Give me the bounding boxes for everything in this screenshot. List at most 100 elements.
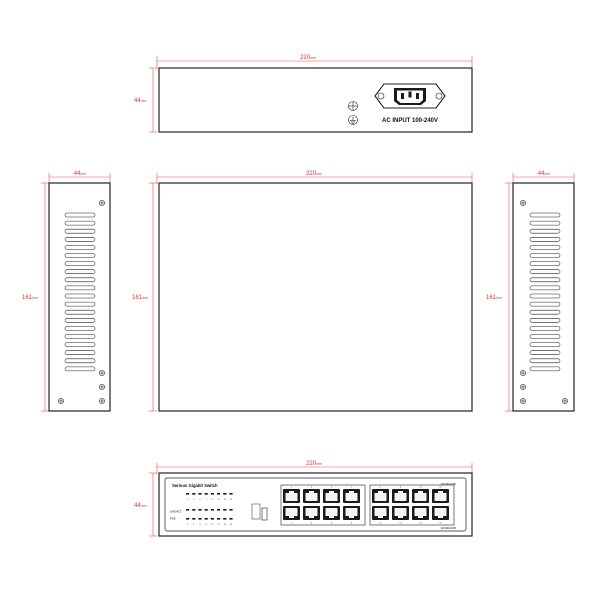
- led-number: 13: [224, 499, 226, 501]
- front-bezel: [164, 477, 467, 532]
- rj45-port[interactable]: [303, 489, 320, 503]
- earth-symbol-icon: [348, 115, 358, 125]
- rj45-port[interactable]: [412, 506, 429, 520]
- right-depth-dim-label: 161mm: [486, 295, 502, 301]
- led-indicator: [186, 509, 190, 511]
- rj45-port[interactable]: [343, 489, 360, 503]
- vent-slot: [64, 285, 96, 291]
- vent-slot: [64, 326, 96, 331]
- vent-slot: [64, 220, 96, 226]
- screw-icon: [58, 398, 64, 404]
- rj45-port[interactable]: [392, 489, 409, 503]
- port-number-top: 13: [419, 487, 422, 489]
- led-indicator: [217, 509, 221, 511]
- vent-slot: [529, 228, 561, 234]
- led-number: 5: [200, 499, 201, 501]
- screw-icon: [99, 370, 105, 376]
- left-width-dim-label: 44mm: [74, 171, 87, 177]
- speed-label-top: 10/100/1000: [440, 482, 456, 486]
- led-indicator: [210, 509, 214, 511]
- rj45-port[interactable]: [432, 489, 449, 503]
- port-number-top: 7: [351, 487, 353, 489]
- rear-height-dim-label: 44mm: [134, 98, 147, 104]
- vent-slot: [64, 350, 96, 355]
- led-number: 15: [230, 499, 232, 501]
- led-number: 7: [206, 499, 207, 501]
- rj45-port[interactable]: [323, 489, 340, 503]
- rj45-port[interactable]: [372, 506, 389, 520]
- screw-icon: [520, 200, 526, 206]
- led-indicator: [210, 493, 214, 495]
- vent-slot: [529, 318, 561, 323]
- vent-slot: [529, 261, 561, 266]
- vent-slot: [64, 366, 96, 372]
- speed-label-bottom: 10/100/1000: [440, 526, 456, 530]
- led-number: 2: [187, 524, 188, 526]
- led-indicator: [229, 493, 233, 495]
- front-height-dim-label: 44mm: [134, 503, 147, 509]
- rj45-port[interactable]: [283, 506, 300, 520]
- rj45-port[interactable]: [412, 489, 429, 503]
- product-label: Serious Gigabit Switch: [172, 483, 218, 488]
- led-indicator: [198, 493, 202, 495]
- top-cover: [158, 182, 473, 412]
- vent-slot: [529, 237, 561, 242]
- rj45-port[interactable]: [303, 506, 320, 520]
- vent-slot: [64, 237, 96, 242]
- vent-slot: [529, 293, 561, 299]
- port-number-top: 9: [380, 487, 382, 489]
- vent-slot: [64, 301, 96, 307]
- screw-icon: [99, 200, 105, 206]
- vent-slot: [529, 277, 561, 283]
- vent-slots: [529, 212, 561, 372]
- led-number: 8: [206, 524, 207, 526]
- screw-icon: [562, 398, 568, 404]
- rj45-port[interactable]: [372, 489, 389, 503]
- led-indicator: [192, 518, 196, 520]
- port-number-bottom: 2: [291, 523, 293, 525]
- led-indicator: [186, 493, 190, 495]
- rear-width-dim-label: 220mm: [300, 55, 316, 61]
- vent-slot: [64, 342, 96, 347]
- right-side-view: 44mm 161mm: [486, 171, 575, 412]
- vent-slot: [64, 277, 96, 283]
- vent-slot: [64, 318, 96, 323]
- port-group-frame: [280, 484, 366, 526]
- port-number-bottom: 6: [331, 523, 333, 525]
- vent-slot: [529, 309, 561, 315]
- port-number-bottom: 10: [379, 523, 382, 525]
- vent-slot: [64, 358, 96, 364]
- vent-slot: [529, 285, 561, 291]
- top-depth-dim-label: 161mm: [132, 295, 148, 301]
- vent-slot: [529, 326, 561, 331]
- rj45-port[interactable]: [343, 506, 360, 520]
- led-number: 1: [187, 499, 188, 501]
- vent-slot: [64, 293, 96, 299]
- vent-slot: [529, 342, 561, 347]
- power-inlet-icon: [374, 83, 446, 109]
- led-indicator: [198, 509, 202, 511]
- led-indicator: [192, 493, 196, 495]
- screw-icon: [99, 384, 105, 390]
- vent-slot: [529, 245, 561, 250]
- port-number-bottom: 14: [419, 523, 422, 525]
- led-indicator: [229, 518, 233, 520]
- front-width-dim-label: 220mm: [306, 461, 322, 467]
- rj45-port[interactable]: [323, 506, 340, 520]
- rj45-port[interactable]: [283, 489, 300, 503]
- rj45-port[interactable]: [392, 506, 409, 520]
- led-indicator: [204, 518, 208, 520]
- port-number-bottom: 16: [439, 523, 442, 525]
- port-number-top: 11: [399, 487, 402, 489]
- vent-slot: [64, 261, 96, 266]
- vent-slot: [64, 253, 96, 258]
- power-input-label: AC INPUT 100-240V: [382, 118, 438, 124]
- led-number: 10: [211, 524, 213, 526]
- led-number: 6: [200, 524, 201, 526]
- top-view: 220mm 161mm: [132, 171, 473, 412]
- vent-slot: [529, 269, 561, 274]
- rj45-port[interactable]: [432, 506, 449, 520]
- reset-button[interactable]: [251, 503, 268, 521]
